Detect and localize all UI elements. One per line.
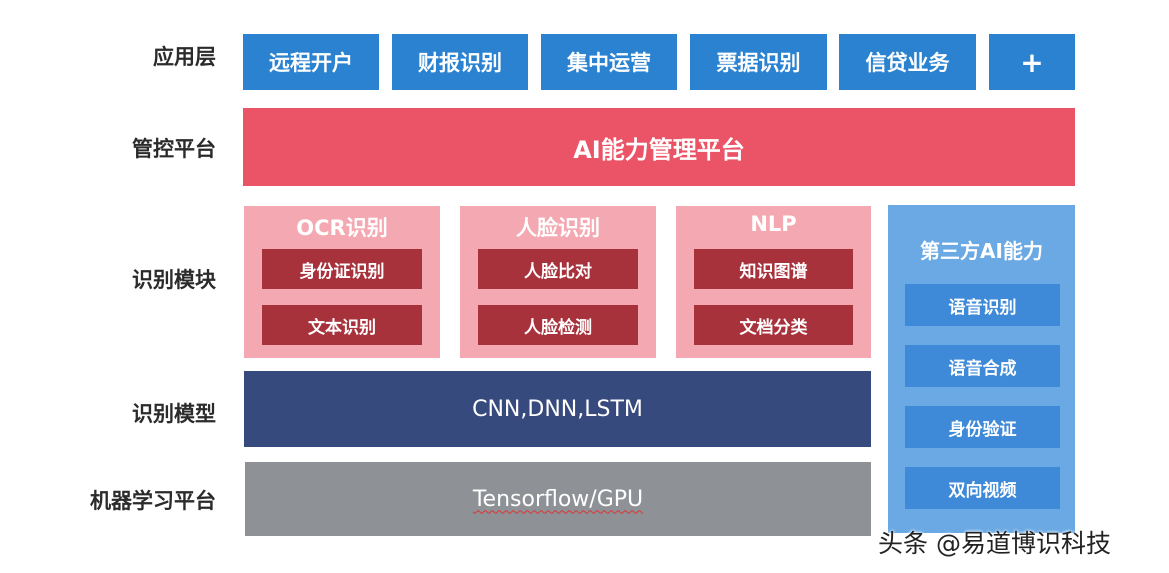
third-party-item-identity-verification: 身份验证 [905, 406, 1060, 448]
app-box-remote-account: 远程开户 [243, 34, 379, 90]
third-party-ai-panel: 第三方AI能力 语音识别 语音合成 身份验证 双向视频 [888, 205, 1075, 533]
module-item: 人脸检测 [478, 305, 638, 345]
third-party-item-two-way-video: 双向视频 [905, 467, 1060, 509]
module-ocr: OCR识别 身份证识别 文本识别 [244, 206, 440, 358]
layer-label-recognition-module: 识别模块 [132, 268, 216, 292]
module-title: 人脸识别 [516, 216, 600, 240]
module-item: 人脸比对 [478, 249, 638, 289]
app-box-bill-recognition: 票据识别 [690, 34, 827, 90]
module-title: OCR识别 [296, 216, 388, 240]
layer-label-ml-platform: 机器学习平台 [90, 489, 216, 513]
module-item: 身份证识别 [262, 249, 422, 289]
layer-label-application: 应用层 [153, 45, 216, 69]
layer-label-recognition-model: 识别模型 [132, 402, 216, 426]
recognition-model-bar: CNN,DNN,LSTM [244, 371, 871, 447]
third-party-item-speech-recognition: 语音识别 [905, 284, 1060, 326]
module-face: 人脸识别 人脸比对 人脸检测 [460, 206, 656, 358]
ml-platform-label: Tensorflow/GPU [472, 486, 644, 512]
ml-platform-bar: Tensorflow/GPU [245, 462, 871, 536]
ai-management-platform: AI能力管理平台 [243, 108, 1075, 186]
app-box-credit-business: 信贷业务 [839, 34, 976, 90]
module-item: 文本识别 [262, 305, 422, 345]
module-item: 文档分类 [694, 305, 853, 345]
watermark: 头条 @易道博识科技 [878, 529, 1111, 558]
app-box-financial-report: 财报识别 [392, 34, 528, 90]
layer-label-management: 管控平台 [132, 137, 216, 161]
app-box-add: + [989, 34, 1075, 90]
module-nlp: NLP 知识图谱 文档分类 [676, 206, 871, 358]
module-item: 知识图谱 [694, 249, 853, 289]
app-box-centralized-ops: 集中运营 [541, 34, 677, 90]
third-party-title: 第三方AI能力 [920, 239, 1043, 263]
third-party-item-speech-synthesis: 语音合成 [905, 345, 1060, 387]
module-title: NLP [750, 212, 797, 236]
